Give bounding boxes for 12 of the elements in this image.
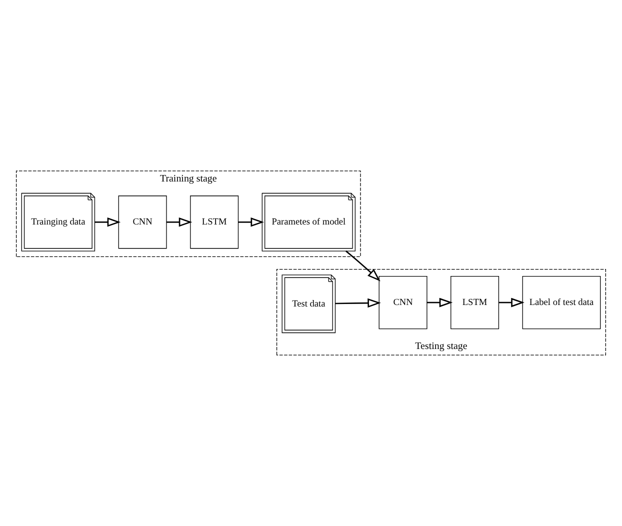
node-box: Label of test data <box>522 276 601 330</box>
arrow <box>166 217 192 227</box>
node-box: LSTM <box>190 196 239 249</box>
node-box: LSTM <box>450 276 500 330</box>
node-box: CNN <box>378 276 428 330</box>
arrow <box>498 298 524 308</box>
arrow <box>94 217 121 227</box>
arrow <box>238 217 264 227</box>
arrow <box>346 250 380 282</box>
node-box: CNN <box>118 196 167 249</box>
arrow <box>336 298 381 308</box>
arrow <box>426 298 453 308</box>
